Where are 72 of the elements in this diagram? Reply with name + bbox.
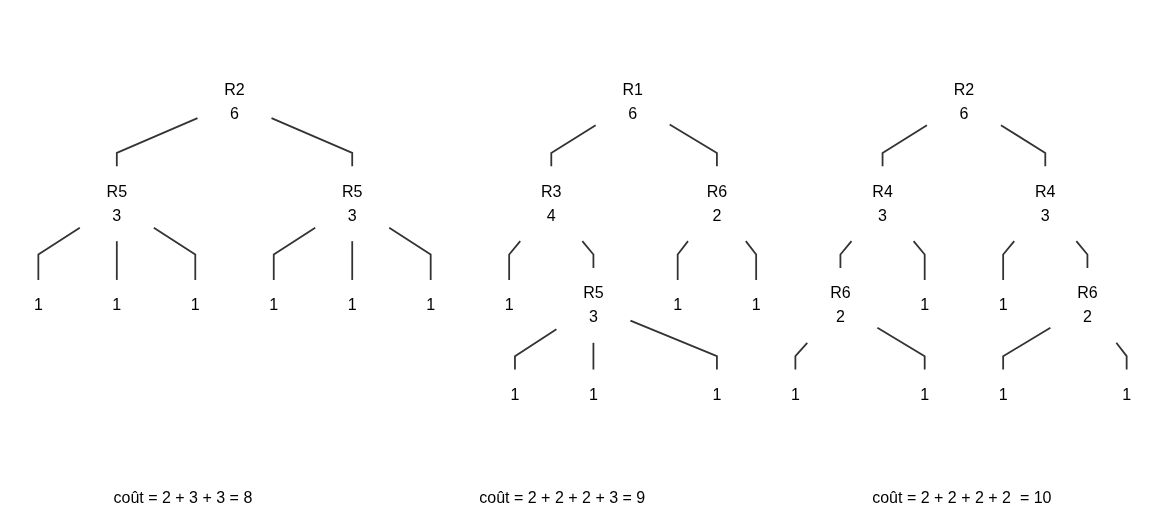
- node-text: 6: [959, 104, 969, 123]
- node-text: 1: [347, 295, 357, 314]
- node-text: 1: [269, 295, 279, 314]
- node-text: 1: [510, 385, 520, 404]
- node-text: 2: [1082, 308, 1092, 326]
- connector: [508, 240, 522, 281]
- connector: [912, 240, 926, 281]
- node-text: 1: [920, 385, 930, 404]
- connector: [1115, 341, 1128, 371]
- connector: [388, 226, 432, 281]
- node-label: R6: [830, 283, 851, 302]
- cost-note: coût = 2 + 3 + 3 = 8: [113, 489, 253, 507]
- node-text: 1: [190, 295, 200, 314]
- node-label: R2: [953, 80, 975, 99]
- node-label: R6: [1077, 283, 1098, 302]
- node-label: R2: [224, 80, 245, 99]
- node-text: 4: [546, 206, 556, 225]
- node-text: 3: [1040, 206, 1050, 225]
- node-text: 1: [504, 295, 514, 314]
- node-label: R5: [106, 182, 128, 201]
- node-text: 3: [347, 206, 357, 225]
- connector: [152, 226, 197, 281]
- node-text: 1: [998, 295, 1008, 314]
- node-label: R1: [622, 80, 643, 99]
- node-text: 1: [998, 385, 1008, 404]
- connector: [1002, 326, 1052, 371]
- connector: [37, 226, 81, 281]
- node-label: R3: [541, 182, 562, 201]
- node-label: R5: [341, 182, 363, 201]
- node-text: 2: [835, 308, 845, 326]
- node-label: R4: [1035, 182, 1056, 201]
- connector: [1002, 240, 1016, 281]
- connector: [794, 341, 809, 371]
- node-label: R5: [583, 283, 604, 302]
- node-text: 1: [673, 295, 683, 314]
- connector: [351, 240, 354, 281]
- connector: [514, 328, 558, 371]
- connector: [592, 341, 595, 371]
- connector: [881, 124, 928, 168]
- cost-note: coût = 2 + 2 + 2 + 2 = 10: [872, 489, 1052, 507]
- connector: [1000, 124, 1047, 168]
- node-text: 1: [790, 385, 800, 404]
- connector: [270, 117, 354, 168]
- connector: [668, 123, 718, 168]
- connector: [550, 124, 597, 168]
- node-text: 1: [751, 295, 761, 314]
- connector: [581, 240, 595, 269]
- node-text: 6: [230, 104, 239, 123]
- node-text: 1: [920, 295, 930, 314]
- node-label: R4: [872, 182, 893, 201]
- node-text: 1: [112, 295, 122, 314]
- node-text: 1: [588, 385, 598, 404]
- connector: [115, 117, 199, 168]
- connector: [876, 326, 926, 371]
- connector: [115, 240, 118, 281]
- connector: [676, 240, 689, 281]
- connector: [629, 319, 718, 371]
- node-label: R6: [706, 182, 728, 201]
- node-text: 1: [426, 295, 436, 314]
- connector: [839, 240, 853, 269]
- connector: [744, 240, 758, 281]
- node-text: 6: [628, 104, 638, 123]
- node-text: 2: [712, 206, 722, 225]
- connector: [1075, 240, 1089, 269]
- node-text: 1: [1122, 385, 1132, 404]
- node-text: 3: [112, 206, 122, 225]
- connector: [272, 226, 317, 281]
- node-text: 3: [878, 206, 888, 225]
- node-text: 3: [588, 308, 598, 326]
- node-text: 1: [33, 295, 43, 314]
- node-text: 1: [712, 385, 722, 404]
- cost-note: coût = 2 + 2 + 2 + 3 = 9: [479, 489, 646, 507]
